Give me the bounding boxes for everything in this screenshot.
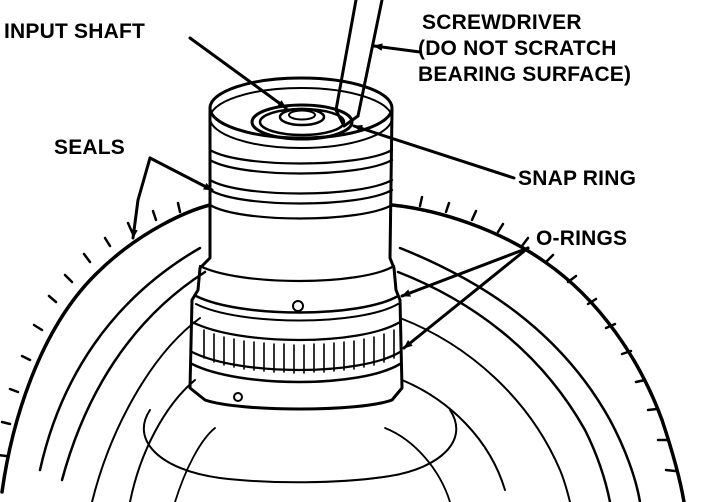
o-rings-label: O-RINGS (536, 227, 628, 250)
knurl-bottom (190, 350, 402, 372)
mid-step (198, 264, 396, 283)
top-cap-rim (209, 87, 393, 149)
arrow-seals-left (130, 156, 152, 240)
support-body (188, 108, 404, 411)
screwdriver-label: SCREWDRIVER (DO NOT SCRATCH BEARING SURF… (418, 10, 631, 88)
input-shaft-label: INPUT SHAFT (4, 20, 146, 43)
o-ring-upper (194, 294, 400, 314)
shaft-end (250, 103, 354, 141)
housing-ring-3 (91, 317, 571, 502)
shaft-bore-inner (288, 109, 316, 121)
gear-teeth (0, 195, 677, 473)
housing-lip (143, 409, 458, 484)
knurl-ridges (203, 329, 395, 374)
arrow-seals-right (148, 156, 214, 192)
screwdriver-shaft (334, 0, 384, 118)
screwdriver-tip (334, 108, 360, 128)
seal-ring-outer (38, 246, 642, 502)
housing-ring-5 (174, 427, 451, 502)
vent-hole (292, 300, 304, 312)
bottom-hole (233, 392, 243, 402)
seal-band-3 (208, 178, 394, 195)
arrow-snap-ring (352, 124, 516, 180)
arrow-screwdriver (372, 43, 422, 54)
seal-band-4 (208, 188, 394, 205)
screwdriver-label-line3: BEARING SURFACE) (418, 63, 632, 86)
o-ring-upper-b (195, 303, 399, 322)
seal-band-1 (208, 148, 394, 165)
seal-ring-inner (60, 270, 612, 502)
o-ring-lower (190, 362, 402, 384)
screwdriver-label-line2: (DO NOT SCRATCH (418, 37, 617, 60)
knurl-top (190, 320, 402, 342)
snap-ring-shape (258, 107, 346, 137)
leader-arrows (130, 36, 530, 350)
screwdriver-label-line1: SCREWDRIVER (422, 11, 582, 34)
arrow-o-ring-lower (402, 246, 530, 350)
gear-housing (0, 195, 686, 502)
shaft-bore (278, 107, 326, 127)
housing-ring-4 (129, 379, 506, 502)
snap-ring-label: SNAP RING (518, 167, 637, 190)
shaft-support-stack (188, 76, 404, 411)
screwdriver-shape (334, 0, 384, 128)
arrow-input-shaft (188, 36, 288, 110)
seals-label: SEALS (54, 136, 126, 159)
arrow-o-ring-upper (400, 246, 530, 298)
seal-band-2 (208, 158, 394, 175)
seal-band-5 (208, 203, 394, 220)
gear-outer-rim (0, 203, 686, 502)
